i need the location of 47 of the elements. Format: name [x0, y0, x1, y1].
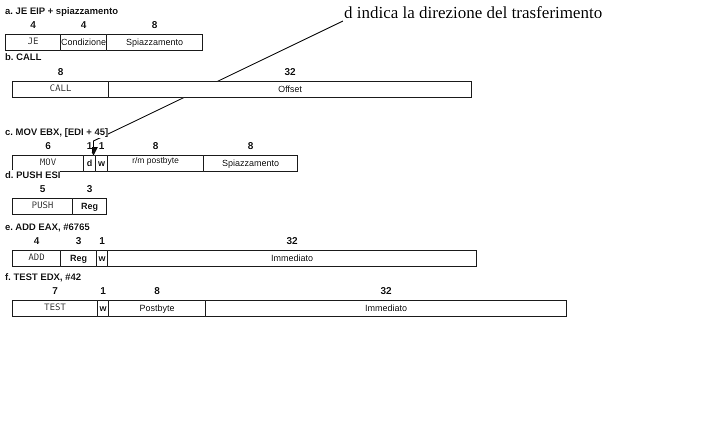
opcode-text: PUSH: [32, 202, 54, 211]
annotation-text: d indica la direzione del trasferimento: [344, 3, 602, 23]
field-text: Immediato: [270, 254, 314, 263]
bit-width-number: 4: [34, 236, 40, 247]
field-text: Reg: [80, 202, 98, 211]
bit-width-number: 1: [100, 286, 106, 297]
field-text: Condizione: [60, 38, 106, 47]
bit-width-number: 6: [45, 141, 51, 152]
opcode-text: JE: [28, 38, 38, 47]
bit-width-number: 7: [52, 286, 58, 297]
bit-width-number: 8: [58, 67, 64, 78]
instruction-heading: d. PUSH ESI: [5, 170, 60, 181]
field-text: r/m postbyte: [131, 156, 180, 164]
instruction-heading: f. TEST EDX, #42: [5, 272, 82, 283]
field-text: w: [98, 254, 106, 263]
field-text: Postbyte: [139, 304, 175, 313]
bit-width-number: 1: [98, 141, 104, 152]
bit-width-number: 3: [86, 184, 92, 195]
bit-width-number: 8: [152, 20, 158, 31]
field-text: Reg: [70, 254, 87, 263]
instruction-heading: b. CALL: [5, 52, 42, 63]
field-text: w: [99, 304, 106, 313]
instruction-heading: a. JE EIP + spiazzamento: [5, 6, 118, 17]
bit-width-number: 5: [40, 184, 46, 195]
bit-width-number: 4: [80, 20, 86, 31]
bit-width-number: 8: [248, 141, 254, 152]
field-text: Immediato: [364, 304, 408, 313]
opcode-text: MOV: [40, 159, 56, 168]
instruction-heading: c. MOV EBX, [EDI + 45]: [5, 127, 108, 138]
bit-width-number: 32: [380, 286, 392, 297]
field-text: d: [86, 159, 92, 168]
field-text: w: [98, 159, 105, 168]
instruction-heading: e. ADD EAX, #6765: [5, 222, 90, 233]
opcode-text: ADD: [28, 254, 45, 263]
field-text: Offset: [278, 85, 302, 94]
bit-width-number: 8: [152, 141, 158, 152]
bit-width-number: 32: [286, 236, 298, 247]
bit-width-number: 8: [154, 286, 160, 297]
field-text: Spiazzamento: [126, 38, 184, 47]
field-text: Spiazzamento: [222, 159, 280, 168]
opcode-text: CALL: [50, 85, 72, 94]
bit-width-number: 1: [99, 236, 105, 247]
bit-width-number: 3: [76, 236, 82, 247]
bit-width-number: 32: [284, 67, 296, 78]
bit-width-number: 4: [30, 20, 36, 31]
bit-width-number: 1: [86, 141, 92, 152]
opcode-text: TEST: [44, 304, 66, 313]
